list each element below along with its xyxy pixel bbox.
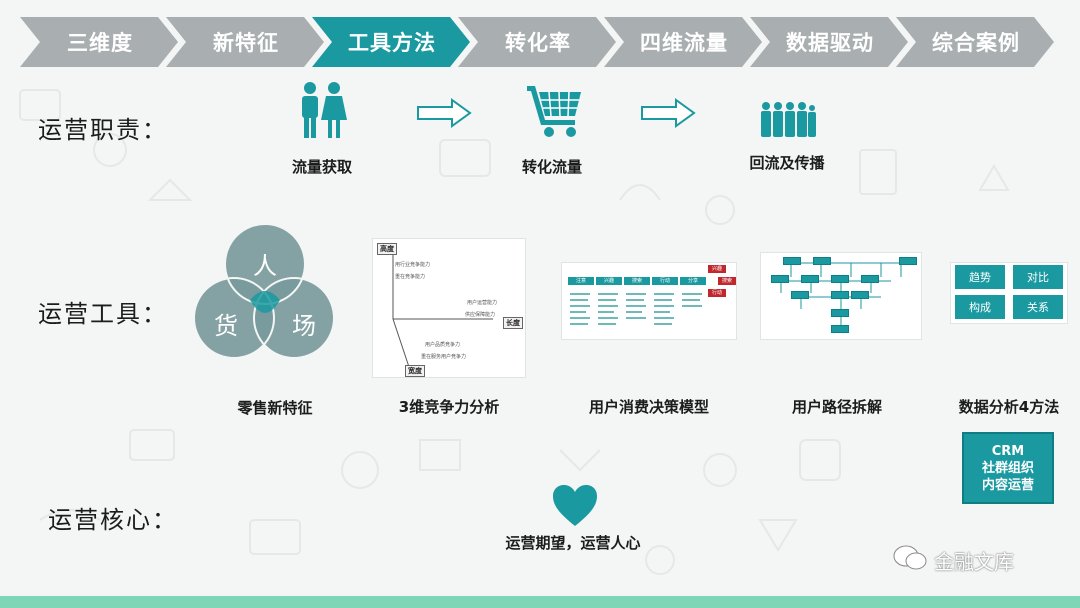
decision-stage: 兴趣 xyxy=(596,277,622,285)
path-node xyxy=(801,275,819,283)
crm-line: 社群组织 xyxy=(981,460,1034,476)
competitiveness-note: 重在服务用户竞争力 xyxy=(421,354,467,360)
decision-stage: 行动 xyxy=(652,277,678,285)
tool-caption-user-path: 用户路径拆解 xyxy=(791,398,882,416)
thumbnail-decision-model: 注意 兴趣 搜索 行动 分享 兴趣 搜索 行动 xyxy=(561,262,737,340)
chevron-shape xyxy=(896,17,1054,67)
heart-icon xyxy=(553,485,597,526)
decision-stage: 分享 xyxy=(680,277,706,285)
path-node xyxy=(851,291,869,299)
competitiveness-note: 供应保障能力 xyxy=(465,312,496,318)
competitiveness-note: 用户品质竞争力 xyxy=(425,342,461,348)
row-label-duties: 运营职责： xyxy=(38,116,168,144)
venn-label-people: 人 xyxy=(253,252,277,280)
path-node xyxy=(831,275,849,283)
competitiveness-note: 用行业竞争能力 xyxy=(395,262,431,268)
tool-caption-analysis-methods: 数据分析4方法 xyxy=(958,398,1060,416)
bottom-accent-bar xyxy=(0,596,1080,608)
tool-caption-retail-features: 零售新特征 xyxy=(237,399,313,417)
decision-stage: 注意 xyxy=(568,277,594,285)
venn-label-place: 场 xyxy=(292,312,316,340)
competitiveness-axes xyxy=(392,253,493,368)
path-node xyxy=(813,257,831,265)
decision-model-text-lines xyxy=(570,293,702,325)
nav-step-three-dimensions[interactable]: 三维度 xyxy=(67,31,133,55)
chevron-shape xyxy=(750,17,908,67)
thumbnail-user-path xyxy=(760,252,922,340)
competitiveness-note: 用户运营能力 xyxy=(467,300,498,306)
chevron-shape xyxy=(166,17,324,67)
duty-step-traffic-conversion: 转化流量 xyxy=(521,158,582,176)
couple-icon xyxy=(302,82,347,138)
core-caption: 运营期望，运营人心 xyxy=(505,534,641,552)
crm-community-content-box: CRM 社群组织 内容运营 xyxy=(962,432,1054,504)
nav-step-case-studies[interactable]: 综合案例 xyxy=(932,31,1020,55)
axis-tag-height: 高度 xyxy=(377,243,397,255)
arrow-right-icon xyxy=(641,98,696,128)
axis-tag-length: 长度 xyxy=(503,317,523,329)
decision-stage: 搜索 xyxy=(624,277,650,285)
nav-step-conversion-rate[interactable]: 转化率 xyxy=(505,31,571,55)
venn-label-goods: 货 xyxy=(214,312,238,340)
decision-side-tag: 搜索 xyxy=(718,277,736,285)
method-composition: 构成 xyxy=(955,295,1005,319)
nav-step-data-driven[interactable]: 数据驱动 xyxy=(786,31,874,55)
competitiveness-note: 重在竞争能力 xyxy=(395,274,426,280)
axis-tag-width: 宽度 xyxy=(405,365,425,377)
path-node xyxy=(783,257,801,265)
thumbnail-analysis-methods: 趋势 对比 构成 关系 xyxy=(950,262,1068,324)
path-node xyxy=(831,309,849,317)
wechat-logo-icon xyxy=(893,545,927,570)
nav-step-new-features[interactable]: 新特征 xyxy=(213,31,279,55)
decision-side-tag: 兴趣 xyxy=(708,265,726,273)
thumbnail-competitiveness: 高度 长度 宽度 用行业竞争能力 重在竞争能力 用户运营能力 供应保障能力 用户… xyxy=(372,238,526,378)
duty-step-return-spread: 回流及传播 xyxy=(749,154,825,172)
chevron-shape xyxy=(20,17,178,67)
path-node xyxy=(899,257,917,265)
path-node xyxy=(831,325,849,333)
tool-caption-decision-model: 用户消费决策模型 xyxy=(588,398,709,416)
chevron-shape xyxy=(458,17,616,67)
path-node xyxy=(861,275,879,283)
chevron-nav-shapes xyxy=(20,17,1054,67)
watermark-text: 金融文库 xyxy=(934,550,1014,574)
path-node xyxy=(791,291,809,299)
row-label-core: 运营核心： xyxy=(48,506,178,534)
chevron-shape-active xyxy=(312,17,470,67)
shopping-cart-icon xyxy=(527,86,581,137)
arrow-right-icon xyxy=(417,98,472,128)
crm-line: CRM xyxy=(991,443,1025,459)
duty-step-traffic-acquisition: 流量获取 xyxy=(291,158,352,176)
crowd-icon xyxy=(761,102,816,137)
venn-diagram xyxy=(193,223,335,359)
nav-step-four-dim-traffic[interactable]: 四维流量 xyxy=(640,31,728,55)
method-trend: 趋势 xyxy=(955,265,1005,289)
method-relation: 关系 xyxy=(1013,295,1063,319)
tool-caption-3d-competitiveness: 3维竞争力分析 xyxy=(398,398,500,416)
method-compare: 对比 xyxy=(1013,265,1063,289)
path-node xyxy=(831,291,849,299)
chevron-shape xyxy=(604,17,762,67)
path-node xyxy=(771,275,789,283)
nav-step-tools-methods[interactable]: 工具方法 xyxy=(348,31,436,55)
decision-side-tag: 行动 xyxy=(708,289,726,297)
crm-line: 内容运营 xyxy=(981,477,1034,493)
row-label-tools: 运营工具： xyxy=(38,300,168,328)
